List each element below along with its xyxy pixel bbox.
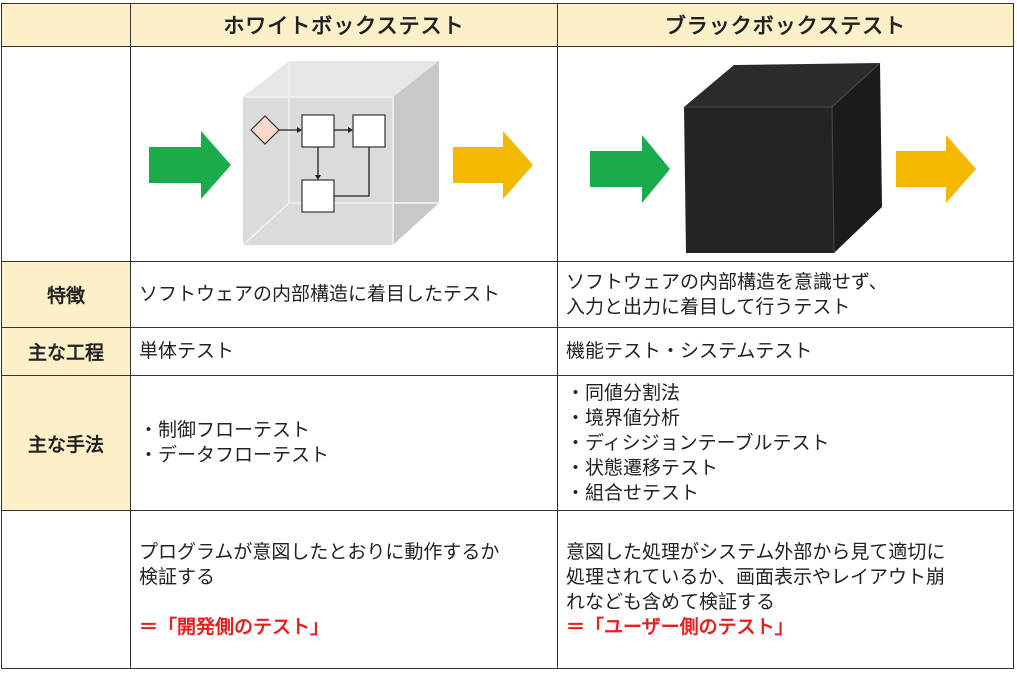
image-row-label xyxy=(1,46,131,262)
decision-diamond-icon xyxy=(250,115,280,145)
white-box-process: 単体テスト xyxy=(130,327,558,376)
output-arrow-icon xyxy=(453,131,533,199)
method-item: ・制御フローテスト xyxy=(139,419,311,441)
summary-line: れなども含めて検証する xyxy=(566,590,776,613)
method-item: ・データフローテスト xyxy=(139,444,330,466)
summary-line: 意図した処理がシステム外部から見て適切に xyxy=(566,540,946,563)
feature-label: 特徴 xyxy=(1,261,131,328)
black-box-methods: ・同値分割法 ・境界値分析 ・ディシジョンテーブルテスト ・状態遷移テスト ・組… xyxy=(557,375,1014,511)
white-box-diagram-icon xyxy=(149,61,533,246)
black-box-header: ブラックボックステスト xyxy=(557,3,1014,47)
input-arrow-icon xyxy=(149,131,231,199)
black-box-diagram-icon xyxy=(590,62,976,254)
output-arrow-icon xyxy=(896,135,976,203)
input-arrow-icon xyxy=(590,135,670,203)
black-box-summary: 意図した処理がシステム外部から見て適切に 処理されているか、画面表示やレイアウト… xyxy=(557,510,1014,669)
corner-cell xyxy=(1,3,131,47)
white-box-header: ホワイトボックステスト xyxy=(130,3,558,47)
method-item: ・ディシジョンテーブルテスト xyxy=(566,431,830,454)
method-item: ・境界値分析 xyxy=(566,406,681,429)
method-item: ・組合せテスト xyxy=(566,481,700,504)
white-box-summary: プログラムが意図したとおりに動作するか 検証する ＝「開発側のテスト」 xyxy=(130,510,558,669)
method-item: ・状態遷移テスト xyxy=(566,456,719,479)
summary-line: プログラムが意図したとおりに動作するか xyxy=(139,540,500,563)
white-box-illustration xyxy=(130,46,558,262)
black-box-process: 機能テスト・システムテスト xyxy=(557,327,1014,376)
white-box-feature: ソフトウェアの内部構造に着目したテスト xyxy=(130,261,558,328)
black-box-illustration xyxy=(557,46,1014,262)
white-box-methods: ・制御フローテスト ・データフローテスト xyxy=(130,375,558,511)
method-label: 主な手法 xyxy=(1,375,131,511)
process-label: 主な工程 xyxy=(1,327,131,376)
summary-row-label xyxy=(1,510,131,669)
black-feature-line: 入力と出力に着目して行うテスト xyxy=(566,295,851,318)
black-box-feature: ソフトウェアの内部構造を意識せず、 入力と出力に着目して行うテスト xyxy=(557,261,1014,328)
summary-line: 処理されているか、画面表示やレイアウト崩 xyxy=(566,565,946,588)
white-box-emphasis: ＝「開発側のテスト」 xyxy=(139,615,330,638)
comparison-table: ホワイトボックステスト ブラックボックステスト xyxy=(1,3,1014,669)
black-feature-line: ソフトウェアの内部構造を意識せず、 xyxy=(566,270,888,293)
method-item: ・同値分割法 xyxy=(566,381,681,404)
black-box-emphasis: ＝「ユーザー側のテスト」 xyxy=(566,615,794,638)
summary-line: 検証する xyxy=(139,565,216,588)
